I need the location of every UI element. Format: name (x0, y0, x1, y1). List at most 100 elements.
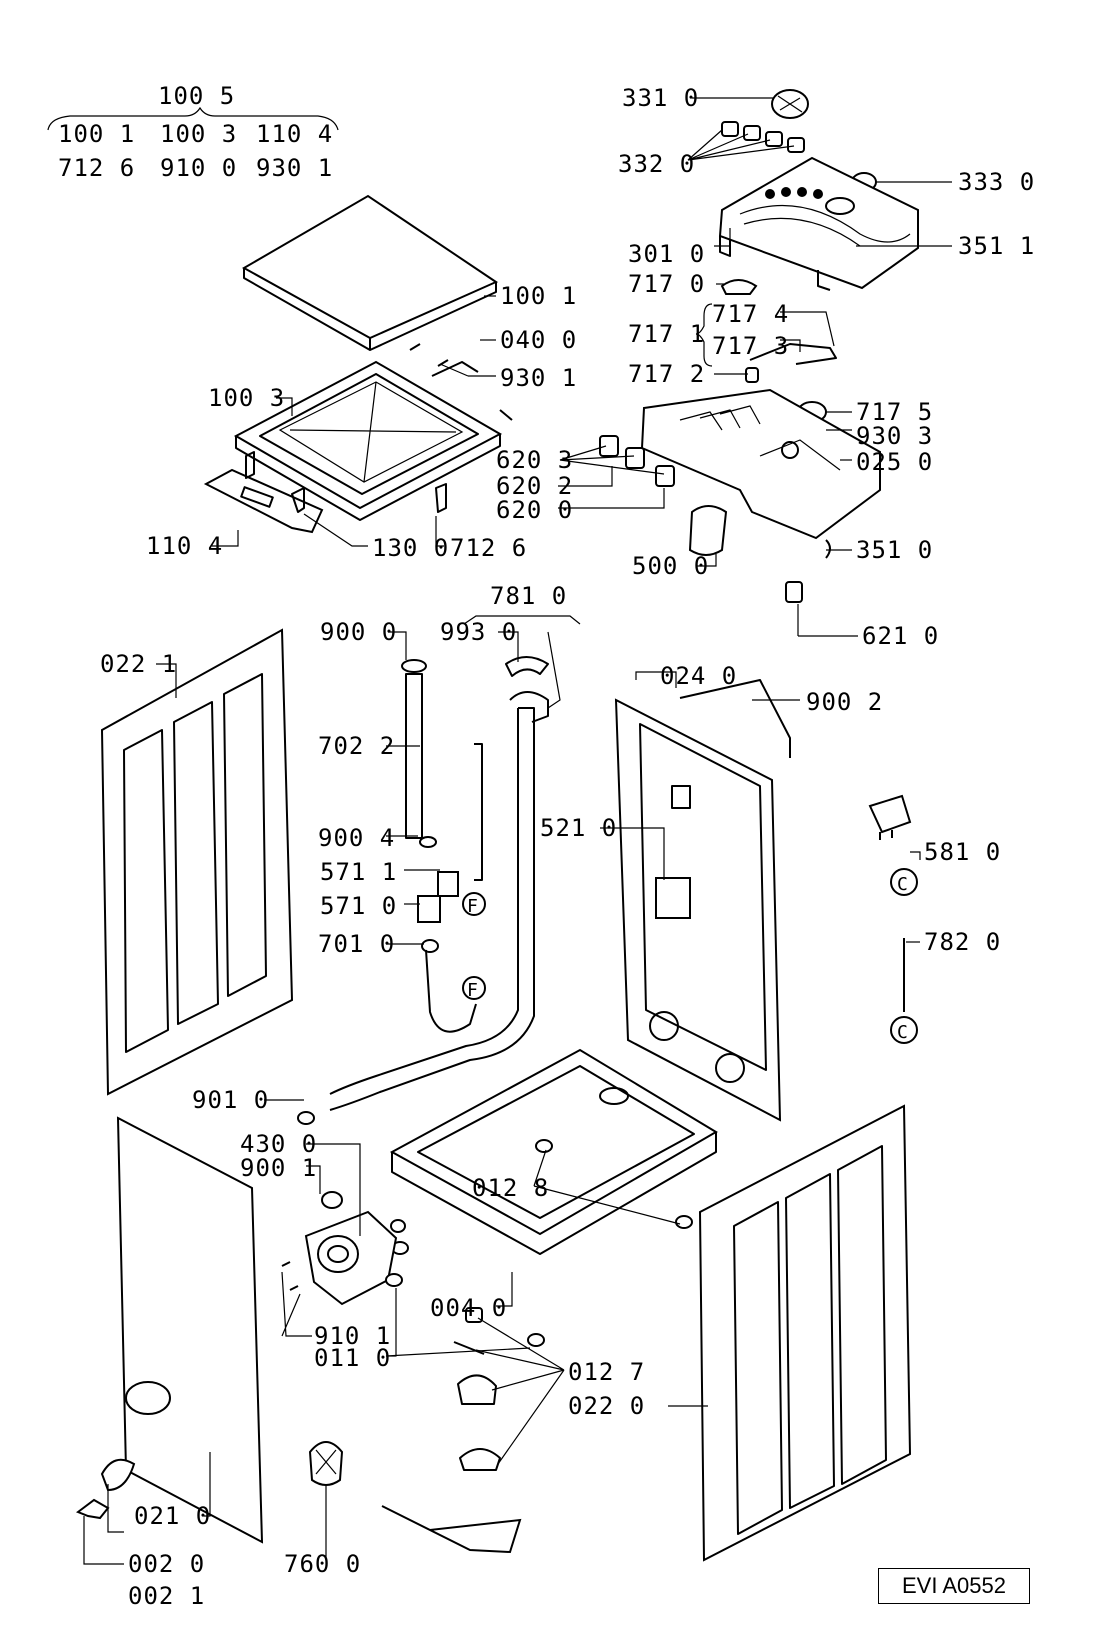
part-label: 022 1 (100, 650, 177, 678)
leader-lines (83, 97, 952, 1565)
valve (437, 871, 459, 897)
marker-f-text: F (467, 896, 479, 917)
drain-pump (304, 1210, 398, 1306)
timer-box (655, 877, 691, 919)
part-label: 025 0 (856, 448, 933, 476)
marker-f (462, 976, 486, 1000)
part-label: 993 0 (440, 618, 517, 646)
filter (308, 1441, 344, 1486)
part-label: 012 7 (568, 1358, 645, 1386)
top-lid-assembly (203, 194, 513, 534)
part-label: 024 0 (660, 662, 737, 690)
part-label: 900 2 (806, 688, 883, 716)
part-label: 781 0 (490, 582, 567, 610)
bracket (695, 303, 713, 367)
part-label: 701 0 (318, 930, 395, 958)
relay (655, 465, 675, 487)
part-labels: 331 0 332 0 333 0 301 0 351 1 717 0 717 … (100, 84, 1035, 1610)
right-side-panel (698, 1104, 912, 1562)
hoses-and-pump (75, 656, 549, 1554)
valve-body (417, 895, 441, 923)
part-label: 717 4 (712, 300, 789, 328)
drawing-reference-code: EVI A0552 (878, 1568, 1030, 1604)
kit-item: 100 3 (160, 120, 237, 148)
kit-item: 930 1 (256, 154, 333, 182)
part-label: 022 0 (568, 1392, 645, 1420)
foot (527, 1333, 545, 1347)
kit-group-legend: 100 5 100 1 100 3 110 4 712 6 910 0 930 … (47, 82, 339, 182)
screw (385, 1273, 403, 1287)
part-label: 021 0 (134, 1502, 211, 1530)
foot (675, 1215, 693, 1229)
part-label: 782 0 (924, 928, 1001, 956)
drain-hose-small (425, 949, 477, 1033)
rear-panel (614, 679, 791, 1122)
foot (535, 1139, 553, 1153)
part-label: 581 0 (924, 838, 1001, 866)
part-label: 521 0 (540, 814, 617, 842)
part-label: 571 1 (320, 858, 397, 886)
part-label: 130 0 (372, 534, 449, 562)
kit-item: 100 1 (58, 120, 135, 148)
part-label: 100 1 (500, 282, 577, 310)
marker-c-text: C (897, 874, 909, 895)
part-label: 702 2 (318, 732, 395, 760)
part-label: 002 1 (128, 1582, 205, 1610)
level-tube (474, 743, 483, 881)
push-buttons (721, 121, 805, 153)
part-label: 332 0 (618, 150, 695, 178)
part-label: 100 3 (208, 384, 285, 412)
power-plug (868, 794, 912, 1012)
part-label: 333 0 (958, 168, 1035, 196)
drain-hose (329, 707, 535, 1111)
part-label: 621 0 (862, 622, 939, 650)
pump-base (381, 1505, 522, 1554)
hose-clip (505, 656, 549, 677)
top-lid (241, 194, 499, 340)
connector (785, 581, 803, 603)
electronic-module-tray (640, 388, 881, 540)
connection-markers: F F C C (462, 868, 918, 1044)
inlet-hose (405, 673, 423, 839)
marker-c-text: C (897, 1022, 909, 1043)
part-label: 110 4 (146, 532, 223, 560)
part-label: 351 0 (856, 536, 933, 564)
part-label: 901 0 (192, 1086, 269, 1114)
pump-seal (321, 1191, 343, 1209)
front-panel (116, 1116, 264, 1544)
control-panel-assembly (599, 89, 919, 603)
kit-item: 712 6 (58, 154, 135, 182)
part-label: 712 6 (450, 534, 527, 562)
part-label: 331 0 (622, 84, 699, 112)
part-label: 301 0 (628, 240, 705, 268)
part-label: 620 2 (496, 472, 573, 500)
part-label: 717 5 (856, 398, 933, 426)
part-label: 930 3 (856, 422, 933, 450)
part-label: 717 1 (628, 320, 705, 348)
part-label: 717 2 (628, 360, 705, 388)
part-label: 930 1 (500, 364, 577, 392)
part-label: 011 0 (314, 1344, 391, 1372)
part-label: 620 0 (496, 496, 573, 524)
part-label: 004 0 (430, 1294, 507, 1322)
part-label: 900 4 (318, 824, 395, 852)
part-label: 900 0 (320, 618, 397, 646)
motor-capacitor (688, 505, 728, 556)
part-label: 571 0 (320, 892, 397, 920)
part-label: 620 3 (496, 446, 573, 474)
kit-item: 110 4 (256, 120, 333, 148)
kit-group-title: 100 5 (158, 82, 235, 110)
marker-c (890, 868, 918, 896)
front-trim (203, 468, 324, 534)
screws (281, 1261, 299, 1291)
relay (599, 435, 619, 457)
part-label: 351 1 (958, 232, 1035, 260)
hose-bend (509, 691, 549, 723)
kit-group-brace (47, 106, 339, 131)
base-frame (389, 1048, 718, 1347)
marker-c (890, 1016, 918, 1044)
part-label: 500 0 (632, 552, 709, 580)
kit-item: 910 0 (160, 154, 237, 182)
part-label: 002 0 (128, 1550, 205, 1578)
